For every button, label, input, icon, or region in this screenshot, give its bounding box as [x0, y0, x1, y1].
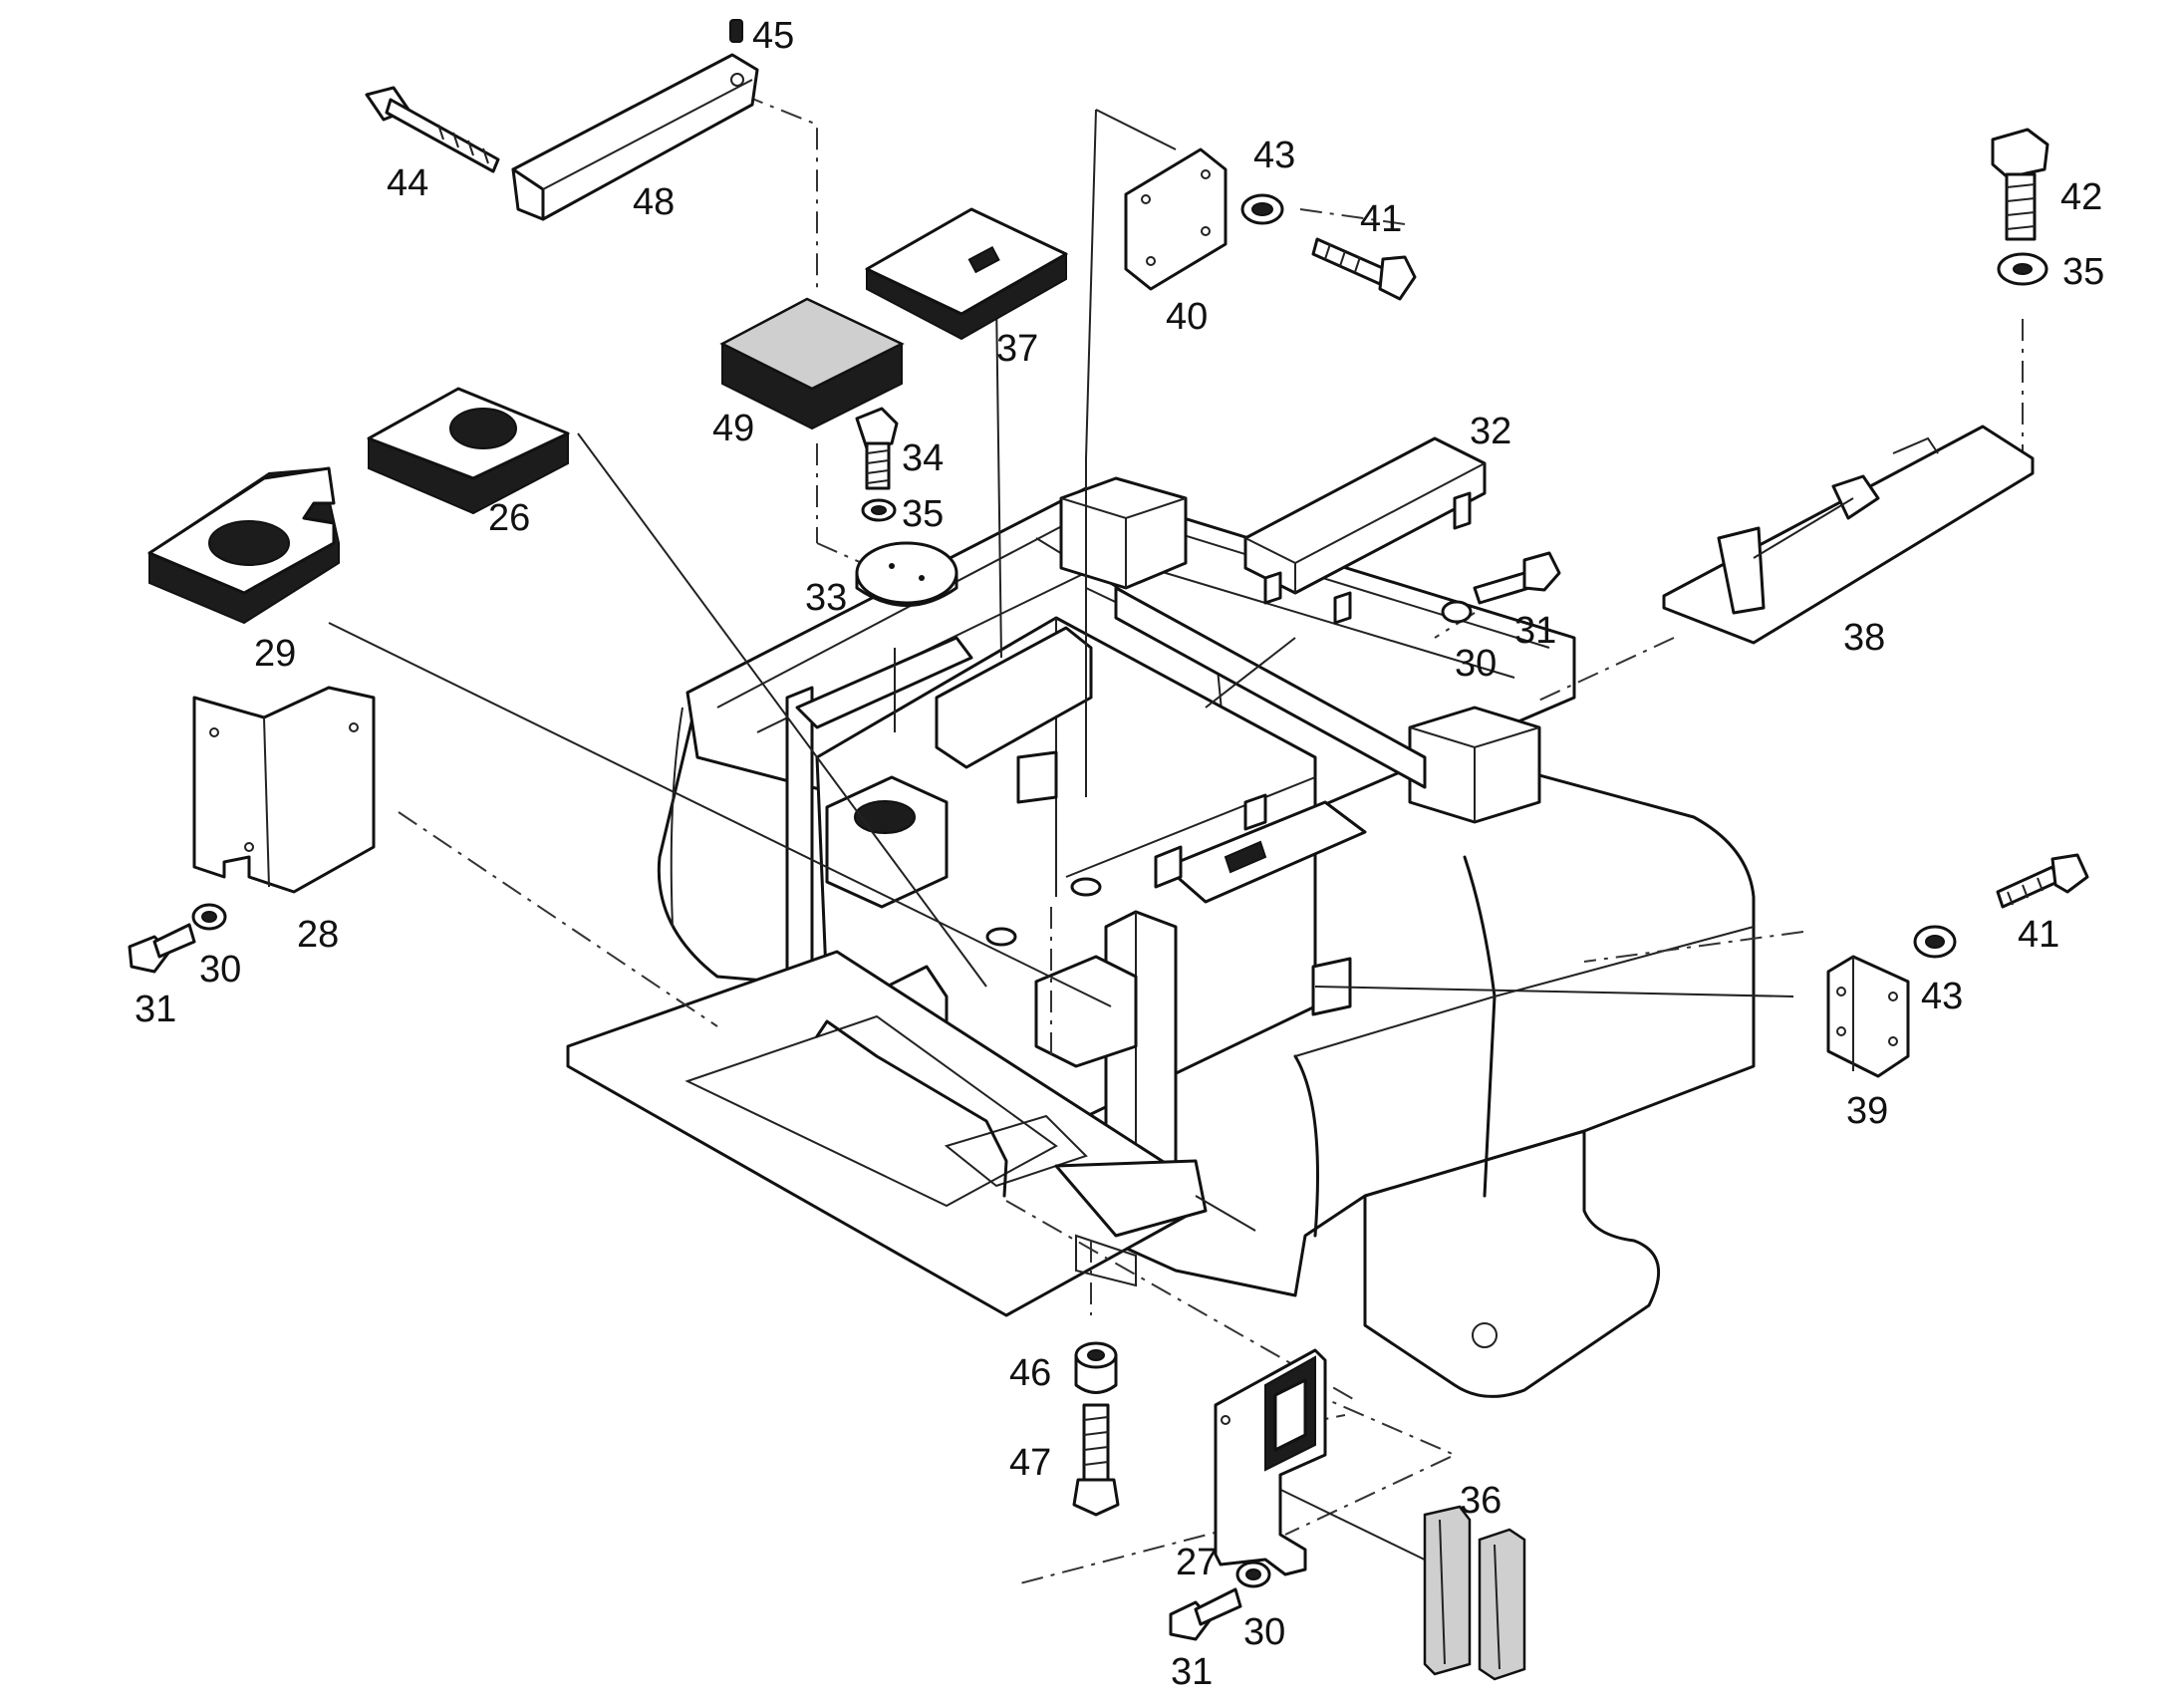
- label-32: 32: [1470, 411, 1511, 452]
- part-47-bolt: [1072, 1403, 1120, 1517]
- part-45-set-screw: [729, 19, 743, 43]
- part-41-bolt-lower: [1996, 853, 2089, 909]
- label-31-left: 31: [135, 989, 176, 1030]
- part-30-washer-mid: [1441, 600, 1473, 624]
- part-29-bracket: [147, 466, 340, 625]
- callout-labels: 45 44 48 43 41 40 37 49 34 35 33 26 29 4…: [135, 15, 2104, 1693]
- label-26: 26: [488, 497, 530, 539]
- part-40-plate: [1124, 147, 1228, 291]
- label-43-upper: 43: [1253, 135, 1295, 176]
- label-30-left: 30: [199, 949, 241, 991]
- part-42-bolt: [1991, 128, 2049, 241]
- part-49-pad: [719, 297, 905, 430]
- part-26-block-with-hole: [367, 387, 570, 515]
- part-30-washer-lower: [1235, 1561, 1271, 1588]
- label-36: 36: [1460, 1480, 1502, 1522]
- part-35-washer: [861, 498, 897, 522]
- label-38: 38: [1843, 617, 1885, 659]
- label-35-right: 35: [2062, 251, 2104, 293]
- part-38-latch-plate: [1662, 425, 2035, 645]
- label-48: 48: [633, 181, 675, 223]
- part-39-angle-bracket: [1826, 955, 1910, 1078]
- label-42: 42: [2060, 176, 2102, 218]
- part-48-latch-bar: [511, 53, 759, 221]
- label-44: 44: [387, 162, 428, 204]
- label-37: 37: [996, 328, 1038, 370]
- part-43-washer-upper: [1240, 193, 1284, 225]
- label-46: 46: [1009, 1352, 1051, 1394]
- label-34: 34: [902, 437, 944, 479]
- part-35-washer-right: [1997, 252, 2048, 286]
- part-33-round-plate: [855, 541, 958, 607]
- label-47: 47: [1009, 1442, 1051, 1484]
- part-30-washer-left: [191, 903, 227, 931]
- label-41-upper: 41: [1360, 198, 1402, 240]
- part-46-spacer: [1074, 1341, 1118, 1394]
- part-36-rails: [1423, 1505, 1526, 1681]
- label-35: 35: [902, 493, 944, 535]
- label-31-lower: 31: [1171, 1651, 1213, 1693]
- label-27: 27: [1176, 1542, 1218, 1583]
- part-32-cover: [1243, 436, 1487, 625]
- leader-lines: [328, 94, 2024, 1585]
- label-28: 28: [297, 914, 339, 956]
- label-31-mid: 31: [1514, 610, 1556, 652]
- label-41-lower: 41: [2018, 914, 2059, 956]
- label-45: 45: [752, 15, 794, 57]
- label-30-lower: 30: [1243, 1611, 1285, 1653]
- part-28-angle-bracket: [192, 686, 376, 894]
- label-43-lower: 43: [1921, 976, 1963, 1017]
- part-31-bolt-left: [128, 923, 196, 974]
- part-31-bolt-mid: [1473, 551, 1561, 605]
- part-31-bolt-lower: [1169, 1587, 1242, 1641]
- part-44-bolt: [365, 86, 500, 173]
- main-frame-assembly: [566, 476, 1756, 1398]
- part-41-bolt-upper: [1311, 237, 1417, 301]
- label-49: 49: [712, 408, 754, 449]
- label-40: 40: [1166, 296, 1208, 338]
- part-37-block: [865, 207, 1068, 341]
- part-43-washer-lower: [1913, 925, 1957, 959]
- part-34-bolt: [855, 407, 899, 490]
- label-30-mid: 30: [1455, 643, 1497, 685]
- label-29: 29: [254, 633, 296, 675]
- part-27-bracket: [1214, 1348, 1327, 1576]
- label-39: 39: [1846, 1090, 1888, 1132]
- label-33: 33: [805, 577, 847, 619]
